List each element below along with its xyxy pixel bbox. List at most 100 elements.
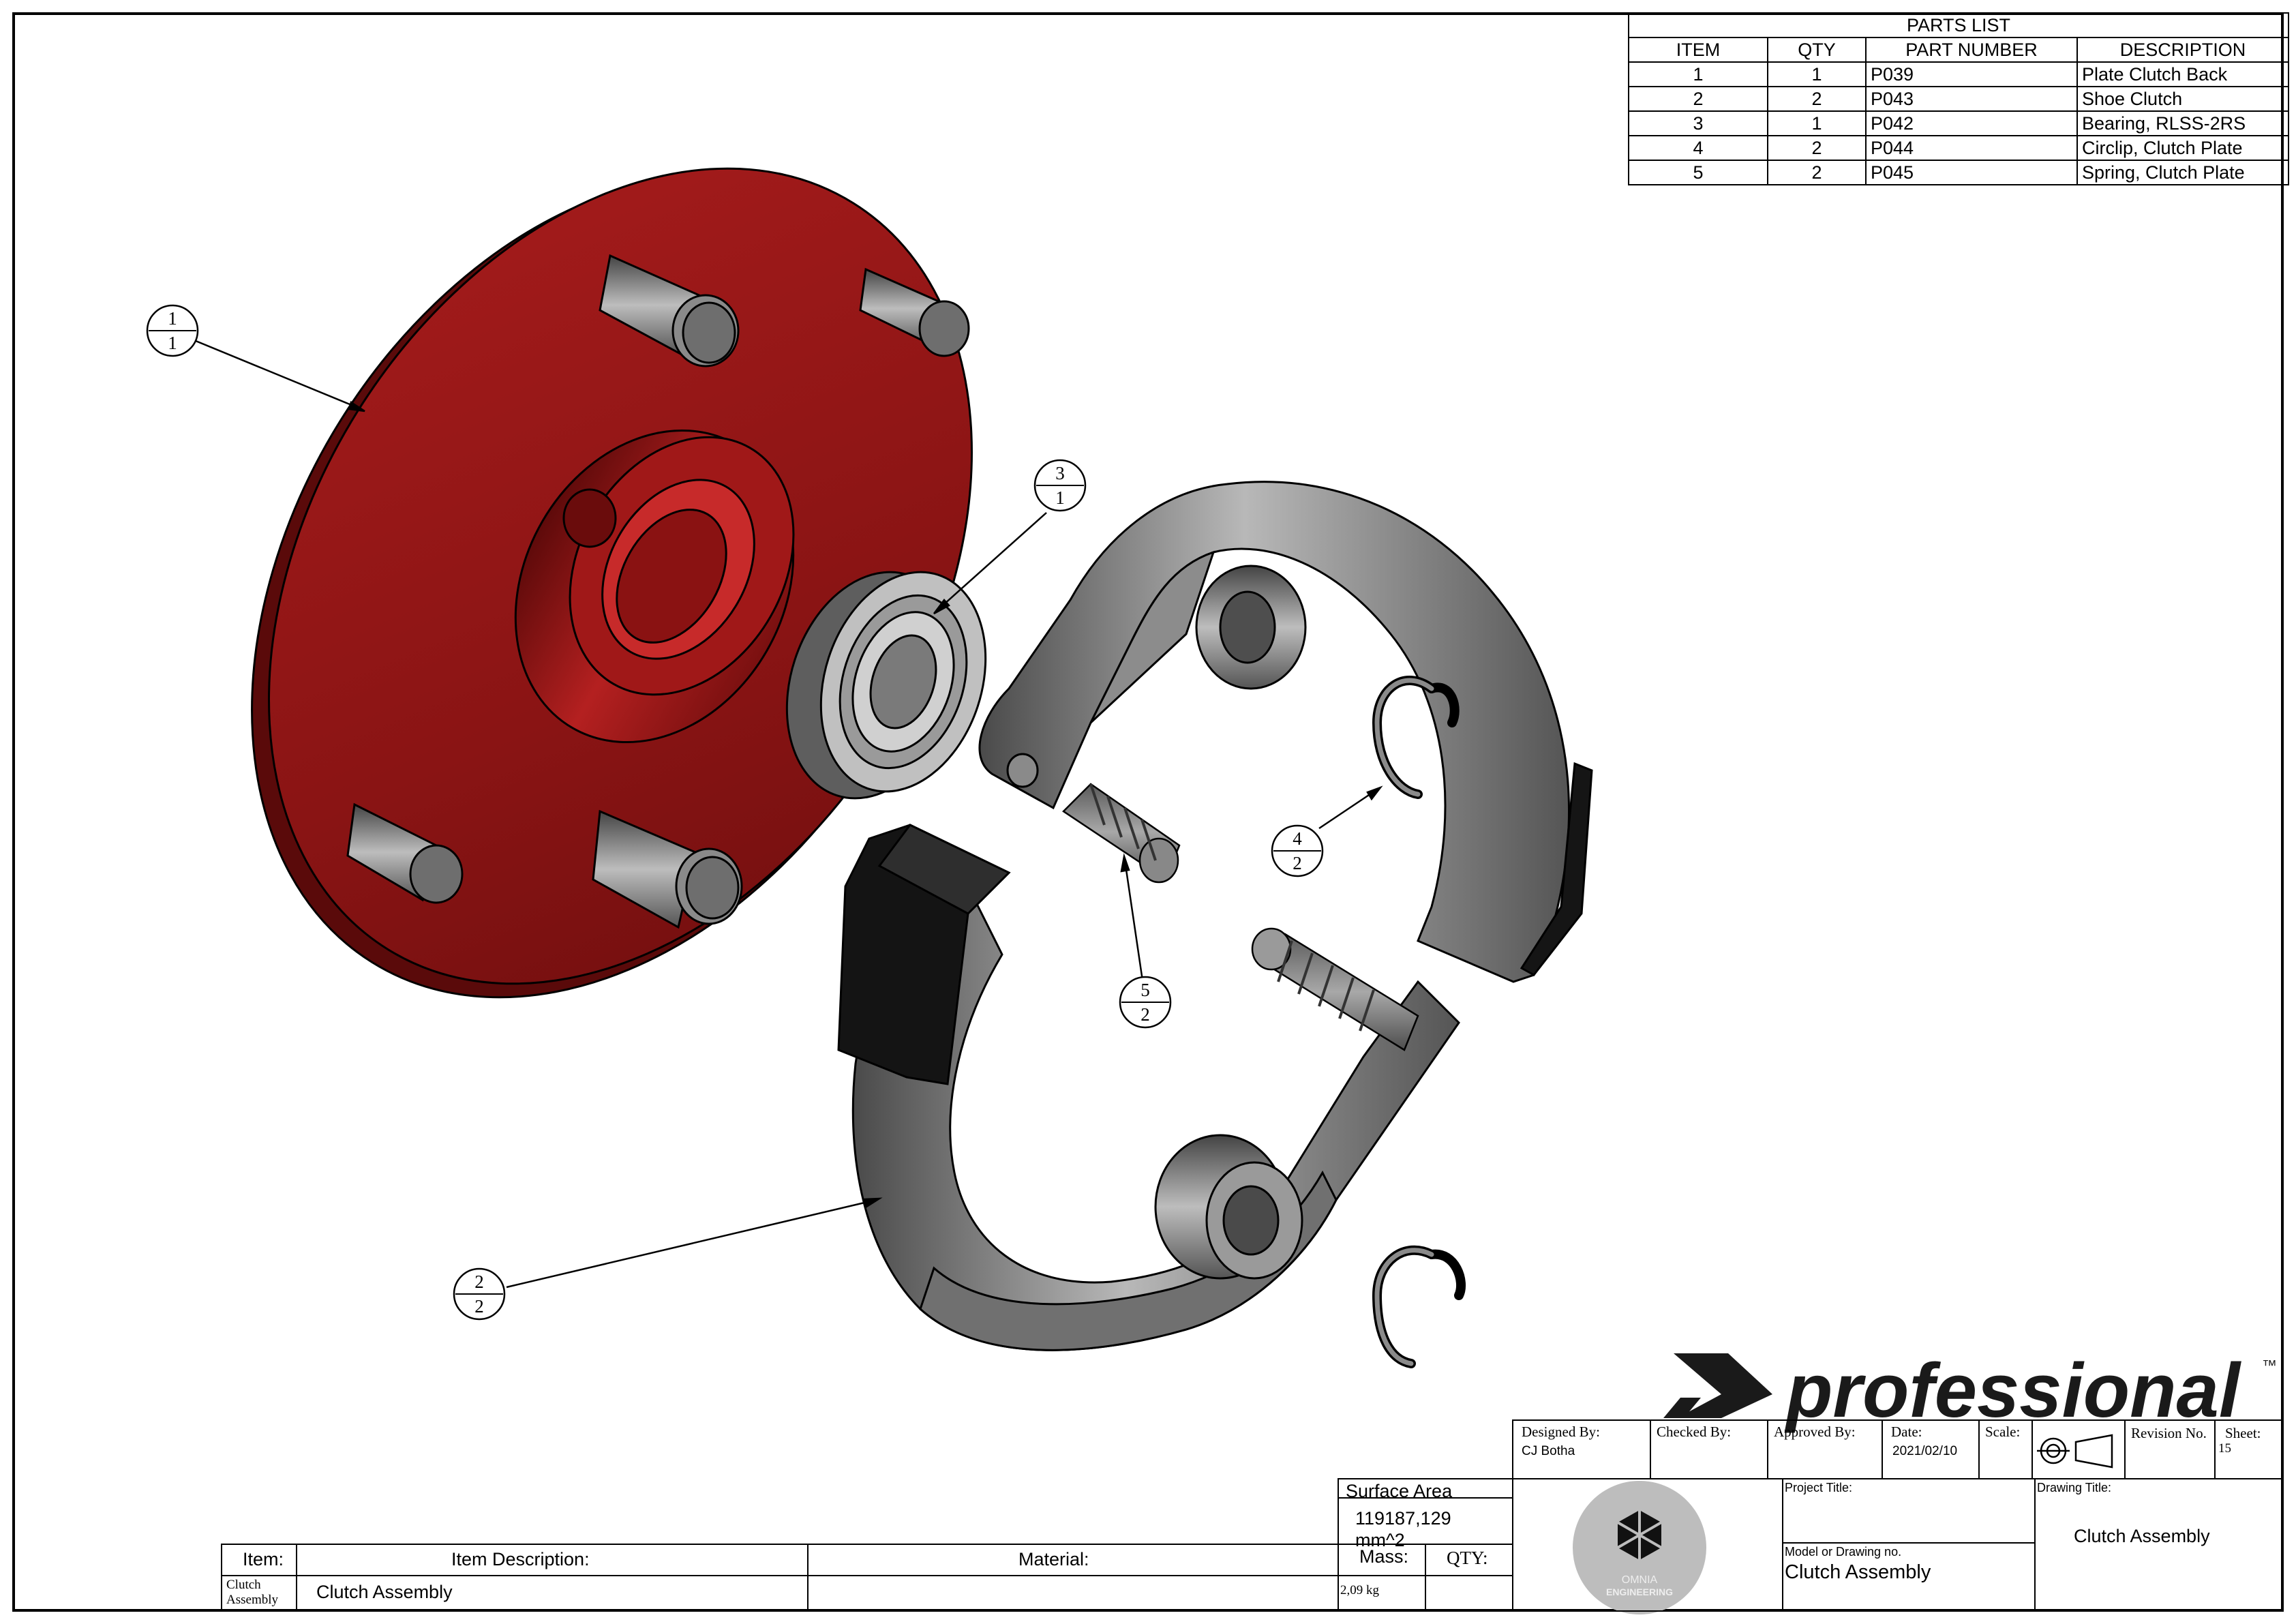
leader-lines — [195, 340, 1383, 1289]
sheet-label: Sheet: — [2225, 1425, 2261, 1441]
scale-label: Scale: — [1985, 1424, 2021, 1440]
balloon-1-qty: 1 — [168, 333, 177, 353]
brand-logo: professional ™ — [1663, 1348, 2277, 1433]
model-label: Model or Drawing no. — [1785, 1545, 1902, 1559]
project-cell: Project Title: Model or Drawing no. Clut… — [1782, 1478, 2036, 1612]
circlip-lower-fill — [1374, 1248, 1434, 1366]
brand-tm: ™ — [2262, 1357, 2277, 1374]
bearing — [785, 571, 987, 800]
surface-area-label: Surface Area — [1346, 1481, 1453, 1501]
cell-part-number: P044 — [1865, 135, 2078, 161]
circlip-upper-fill — [1374, 678, 1434, 797]
cell-description: Spring, Clutch Plate — [2076, 160, 2289, 185]
drawing-title-cell: Drawing Title: Clutch Assembly — [2034, 1478, 2284, 1612]
revision-label: Revision No. — [2131, 1425, 2207, 1441]
balloon-3-item: 3 — [1055, 463, 1065, 483]
shoe-clutch-upper — [978, 481, 1593, 983]
balloon-item-5: 5 2 — [1119, 976, 1172, 1029]
balloon-4-qty: 2 — [1293, 853, 1302, 873]
surface-area-unit: mm^2 — [1355, 1530, 1405, 1550]
balloon-item-1: 1 1 — [146, 304, 199, 357]
mass-label: Mass: — [1359, 1546, 1409, 1567]
cell-part-number: P042 — [1865, 110, 2078, 136]
balloon-3-qty: 1 — [1055, 487, 1065, 508]
cell-qty: 1 — [1767, 61, 1867, 87]
table-row: 2 2 P043 Shoe Clutch — [1628, 86, 2289, 112]
item-label: Item: — [243, 1549, 284, 1569]
brand-text: professional — [1784, 1348, 2242, 1433]
cell-qty: 2 — [1767, 160, 1867, 185]
cell-part-number: P045 — [1865, 160, 2078, 185]
mass-value: 2,09 kg — [1340, 1583, 1379, 1597]
shoe-clutch-lower — [837, 824, 1460, 1351]
cell-item: 3 — [1628, 110, 1768, 136]
projection-symbol-icon — [2037, 1434, 2113, 1469]
logo-text-1: OMNIA — [1622, 1574, 1658, 1586]
checked-by-label: Checked By: — [1657, 1424, 1732, 1440]
cell-description: Bearing, RLSS-2RS — [2076, 110, 2289, 136]
item-description-label: Item Description: — [451, 1549, 590, 1569]
balloon-2-qty: 2 — [474, 1296, 484, 1317]
parts-list-table: PARTS LIST ITEM QTY PART NUMBER DESCRIPT… — [1628, 12, 2289, 185]
balloon-item-2: 2 2 — [453, 1267, 506, 1321]
spring-upper — [1062, 783, 1181, 884]
cell-qty: 1 — [1767, 110, 1867, 136]
designed-by-label: Designed By: — [1522, 1424, 1600, 1440]
approved-by-label: Approved By: — [1774, 1424, 1856, 1440]
date-label: Date: — [1891, 1424, 1922, 1440]
sheet-value: 15 — [2218, 1441, 2231, 1456]
balloon-4-item: 4 — [1293, 828, 1302, 849]
spring-lower — [1251, 927, 1419, 1051]
logo-cell — [1512, 1478, 1783, 1612]
cell-item: 5 — [1628, 160, 1768, 185]
balloon-5-item: 5 — [1141, 980, 1150, 1000]
item-value-line-2: Assembly — [226, 1593, 278, 1607]
cell-qty: 2 — [1767, 86, 1867, 112]
designed-by-value: CJ Botha — [1522, 1444, 1575, 1458]
scale-cell: Scale: — [1978, 1419, 2033, 1479]
revision-cell: Revision No. — [2124, 1419, 2216, 1479]
date-value: 2021/02/10 — [1892, 1444, 1958, 1458]
material-label: Material: — [1018, 1549, 1089, 1569]
designed-by-cell: Designed By: CJ Botha — [1512, 1419, 1651, 1479]
table-row: 3 1 P042 Bearing, RLSS-2RS — [1628, 110, 2289, 136]
project-title-label: Project Title: — [1785, 1481, 1853, 1494]
item-value-line-1: Clutch — [226, 1578, 261, 1592]
balloon-2-item: 2 — [474, 1272, 484, 1292]
balloon-5-qty: 2 — [1141, 1004, 1150, 1025]
cell-part-number: P043 — [1865, 86, 2078, 112]
cell-description: Shoe Clutch — [2076, 86, 2289, 112]
header-qty: QTY — [1767, 37, 1867, 63]
mass-divider — [1338, 1575, 1513, 1576]
balloon-1-item: 1 — [168, 308, 177, 329]
header-part-number: PART NUMBER — [1865, 37, 2078, 63]
projection-cell — [2031, 1419, 2126, 1479]
item-table — [221, 1544, 1339, 1612]
sheet-cell: Sheet: 15 — [2214, 1419, 2284, 1479]
surface-divider — [1338, 1497, 1513, 1499]
date-cell: Date: 2021/02/10 — [1882, 1419, 1980, 1479]
balloon-item-4: 4 2 — [1271, 824, 1324, 877]
item-col-divider-2 — [807, 1544, 809, 1612]
table-row: 5 2 P045 Spring, Clutch Plate — [1628, 160, 2289, 185]
header-item: ITEM — [1628, 37, 1768, 63]
qty-cell: QTY: — [1425, 1544, 1513, 1612]
table-row: 4 2 P044 Circlip, Clutch Plate — [1628, 135, 2289, 161]
model-value: Clutch Assembly — [1785, 1561, 1931, 1583]
balloon-item-3: 3 1 — [1033, 459, 1087, 512]
drawing-title-value: Clutch Assembly — [2074, 1526, 2210, 1546]
checked-by-cell: Checked By: — [1650, 1419, 1768, 1479]
qty-label: QTY: — [1447, 1548, 1488, 1568]
cell-qty: 2 — [1767, 135, 1867, 161]
plate-clutch-back — [251, 167, 973, 999]
drawing-title-label: Drawing Title: — [2037, 1481, 2112, 1494]
cell-item: 2 — [1628, 86, 1768, 112]
cell-part-number: P039 — [1865, 61, 2078, 87]
cell-item: 4 — [1628, 135, 1768, 161]
item-description-value: Clutch Assembly — [316, 1582, 453, 1602]
logo-text-2: ENGINEERING — [1606, 1587, 1673, 1597]
cell-item: 1 — [1628, 61, 1768, 87]
parts-list-header: ITEM QTY PART NUMBER DESCRIPTION — [1628, 37, 2289, 63]
item-col-divider-1 — [296, 1544, 297, 1612]
header-description: DESCRIPTION — [2076, 37, 2289, 63]
